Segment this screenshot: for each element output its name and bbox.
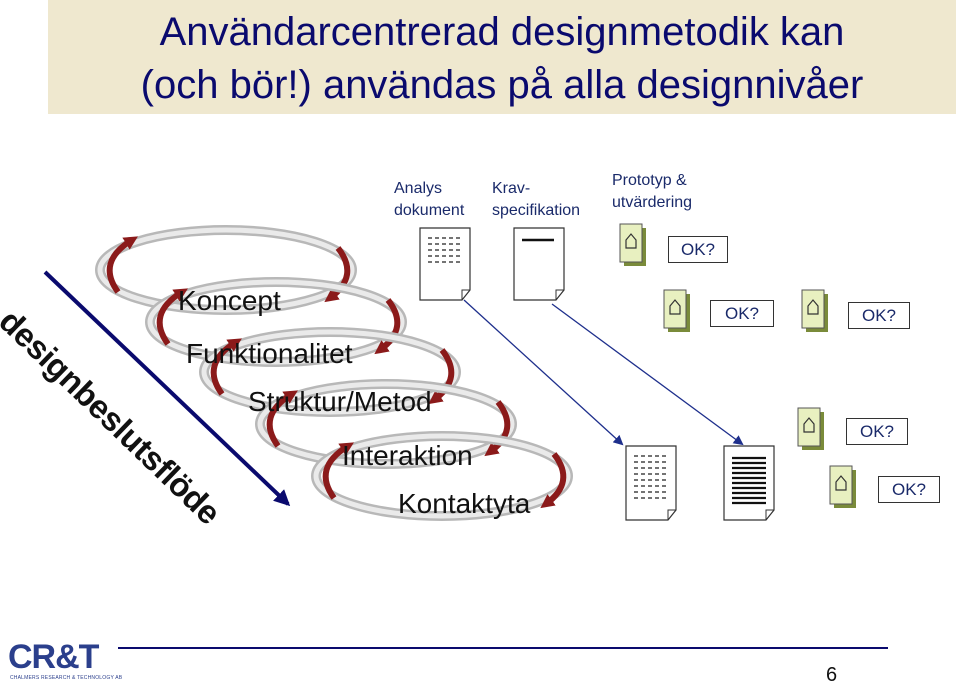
- layer-label-koncept: Koncept: [178, 285, 281, 316]
- page-number: 6: [826, 664, 838, 686]
- ok-box: OK?: [848, 302, 910, 329]
- company-logo: CR&T CHALMERS RESEARCH & TECHNOLOGY AB: [8, 637, 122, 683]
- document-icon: [723, 445, 775, 521]
- title-line-1: Användarcentrerad designmetodik kan: [159, 10, 845, 54]
- cycle-ring-2: [145, 277, 407, 367]
- cycle-arrow-icon: [374, 298, 401, 355]
- title-banner: Användarcentrerad designmetodik kan (och…: [48, 0, 956, 114]
- label-analys: Analys dokument: [394, 180, 465, 219]
- label-prototyp: Prototyp & utvärdering: [612, 172, 693, 211]
- cycle-arrow-icon: [106, 236, 138, 294]
- layer-label-funktionalitet: Funktionalitet: [186, 338, 353, 369]
- cycle-arrow-icon: [428, 348, 455, 405]
- cycle-ring-5: [311, 431, 573, 521]
- connector-arrow: [463, 299, 624, 446]
- document-icon: [625, 445, 677, 521]
- cycle-arrow-icon: [210, 338, 242, 396]
- house-icon: [663, 289, 690, 332]
- house-icon: [619, 223, 646, 266]
- ok-box: OK?: [668, 236, 728, 263]
- layer-label-kontaktyta: Kontaktyta: [398, 488, 531, 519]
- layer-label-interaktion: Interaktion: [342, 440, 473, 471]
- layer-label-struktur: Struktur/Metod: [248, 386, 432, 417]
- cycle-arrow-icon: [322, 442, 354, 500]
- house-icon: [801, 289, 828, 332]
- cycle-ring-1: [95, 225, 357, 315]
- ok-box: OK?: [878, 476, 940, 503]
- logo-text: CR&T: [8, 638, 99, 676]
- footer-divider: [118, 647, 888, 649]
- cycle-arrow-icon: [540, 452, 567, 509]
- cycle-ring-3: [199, 327, 461, 417]
- cycle-arrow-icon: [156, 288, 188, 346]
- ok-box: OK?: [710, 300, 774, 327]
- cycle-ring-4: [255, 379, 517, 469]
- document-icon: [513, 227, 565, 301]
- house-icon: [797, 407, 824, 450]
- title-line-2: (och bör!) användas på alla designnivåer: [140, 63, 864, 107]
- document-icon: [419, 227, 471, 301]
- cycle-arrow-icon: [484, 400, 511, 457]
- house-icon: [829, 465, 856, 508]
- label-krav: Krav- specifikation: [492, 180, 581, 219]
- cycle-arrow-icon: [324, 246, 351, 303]
- ok-box: OK?: [846, 418, 908, 445]
- logo-subtitle: CHALMERS RESEARCH & TECHNOLOGY AB: [10, 675, 123, 681]
- flow-arrow: [43, 270, 291, 507]
- cycle-arrow-icon: [266, 390, 298, 448]
- connector-arrow: [551, 303, 744, 446]
